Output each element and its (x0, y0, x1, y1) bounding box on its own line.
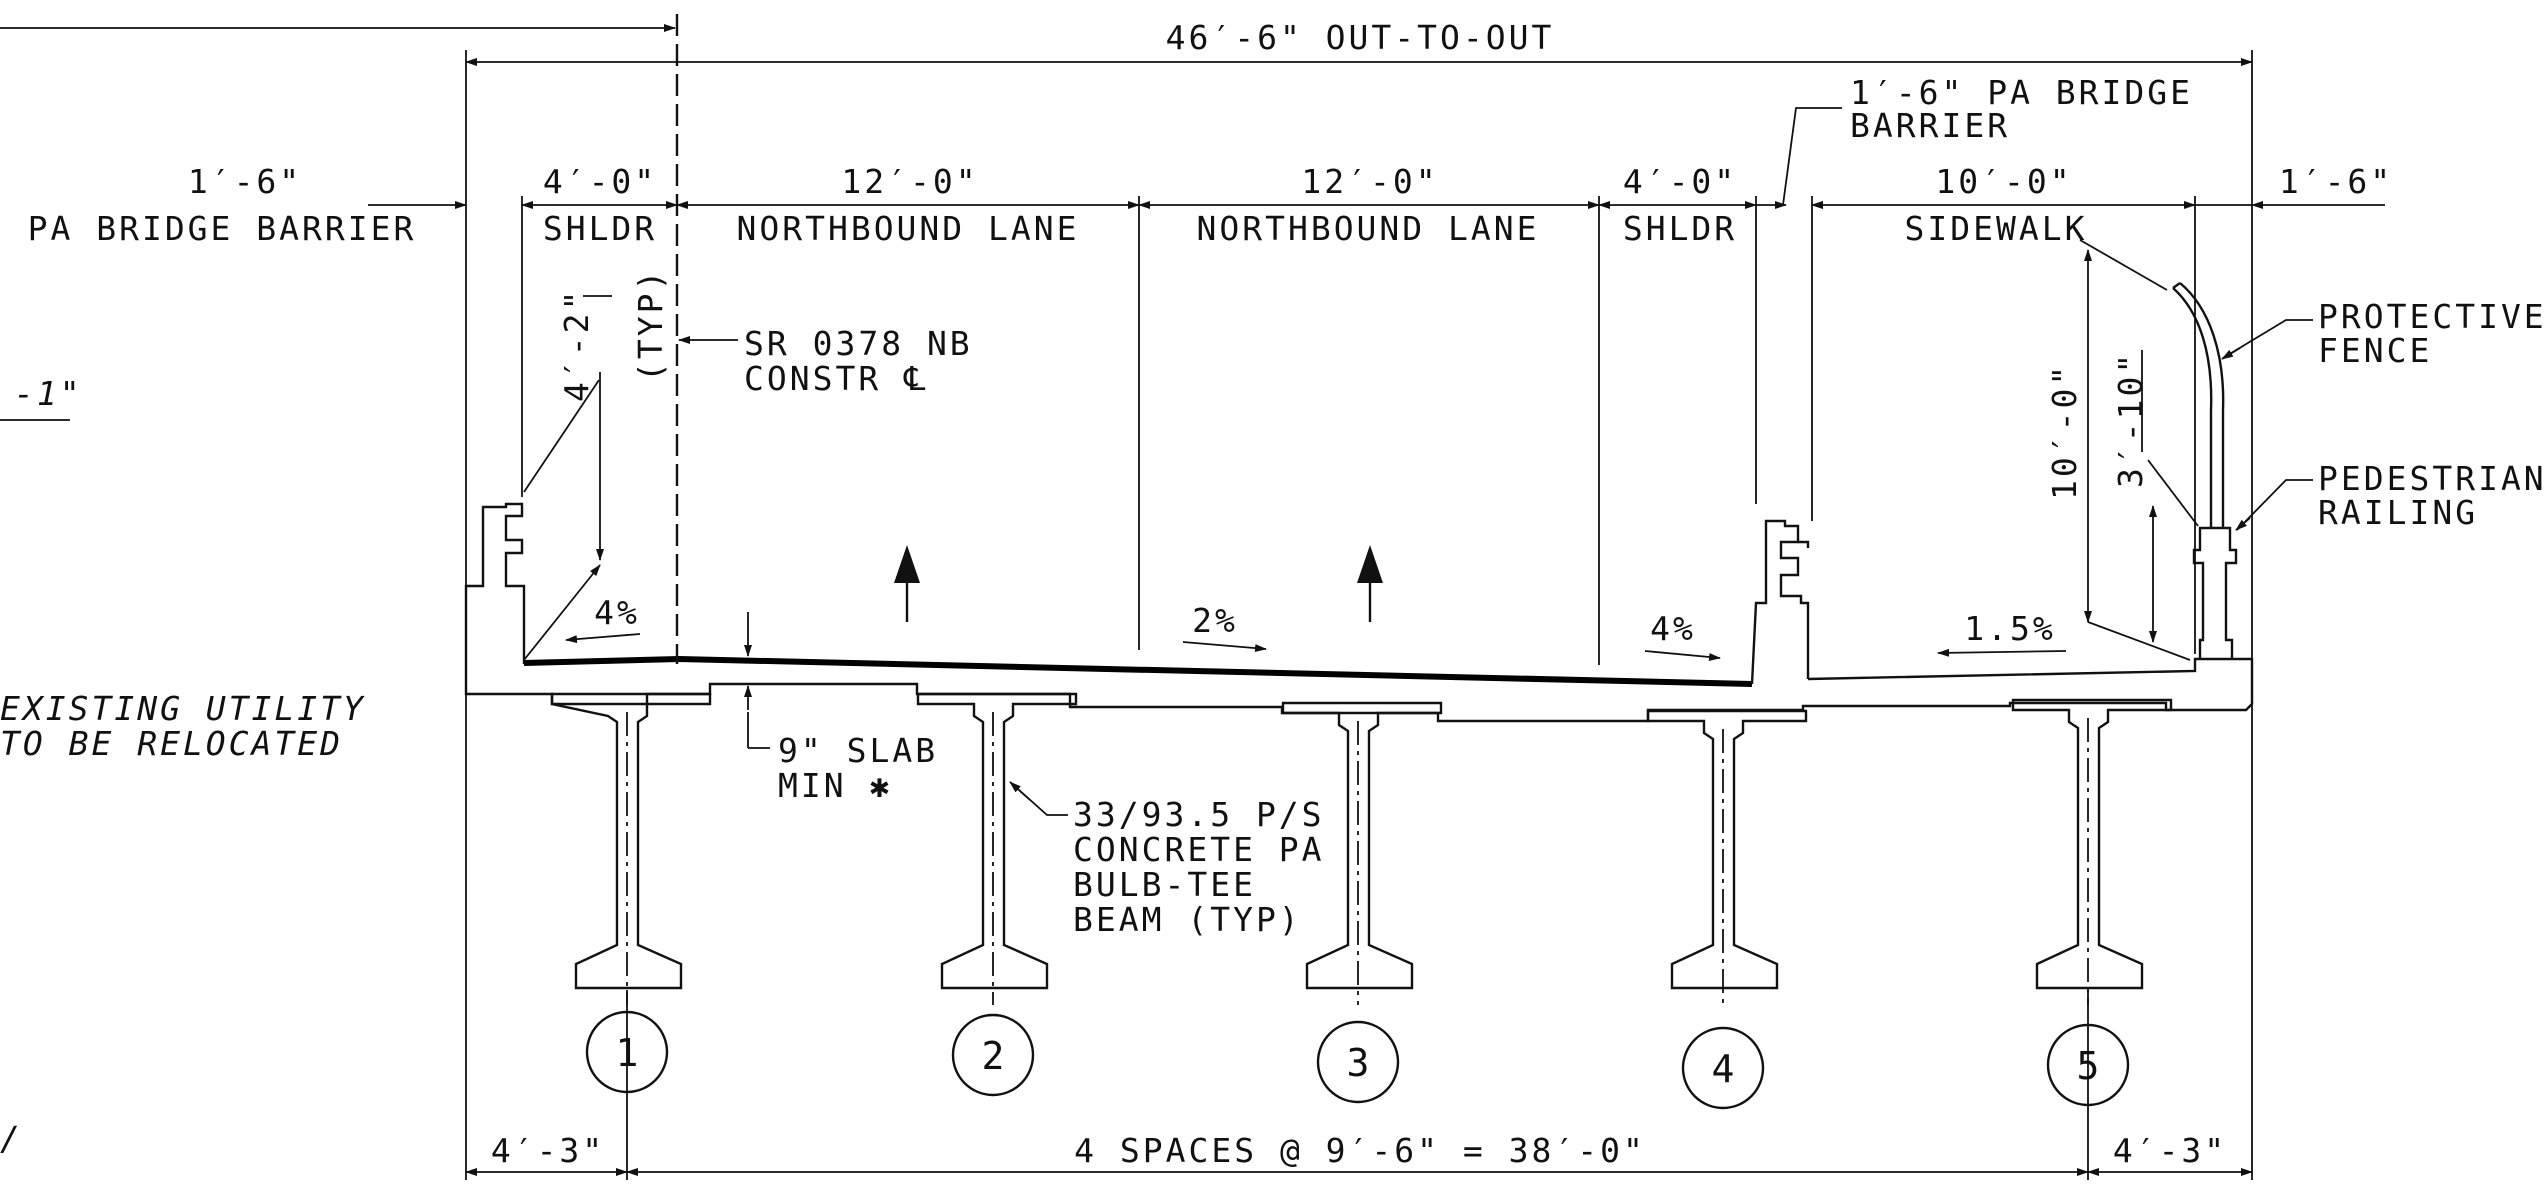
traffic-direction-arrow-icon (1357, 545, 1383, 583)
lanes-slope-arrow (1182, 641, 1267, 653)
left-barrier-name: PA BRIDGE BARRIER (28, 209, 417, 248)
right-shoulder-width: 4′-0" (1623, 162, 1737, 201)
lane-2-name: NORTHBOUND LANE (1196, 209, 1539, 248)
deck-structure (464, 282, 2254, 723)
beam-note-line-1: 33/93.5 P/S (1073, 795, 1325, 834)
beam-4-label: 4 (1712, 1047, 1735, 1091)
fence-note-arrow (2221, 347, 2241, 360)
protective-fence-inner (2179, 282, 2225, 528)
beam-3 (1281, 701, 1443, 990)
barrier-height-note: (TYP) (631, 268, 670, 382)
beam-note-line-3: BULB-TEE (1073, 865, 1256, 904)
sidewalk-slope: 1.5% (1964, 609, 2055, 648)
beam-3-label: 3 (1347, 1041, 1370, 1085)
barrier-height-leader (523, 379, 600, 493)
barrier-height-bottom-leader (523, 564, 601, 661)
fence-height-bottom-leader (2087, 621, 2191, 661)
sidewalk-width: 10′-0" (1935, 162, 2072, 201)
lanes-slope: 2% (1192, 601, 1238, 640)
left-shoulder-slope: 4% (594, 593, 640, 632)
beam-number-circle-icon (1316, 1020, 1400, 1104)
lane-1-width: 12′-0" (841, 162, 978, 201)
railing-note-line-2: RAILING (2318, 493, 2478, 532)
cropped-fragment-bottom: / (0, 1119, 23, 1158)
beam-spacing-label: 4 SPACES @ 9′-6" = 38′-0" (1074, 1131, 1646, 1170)
existing-utility-note-line-2: TO BE RELOCATED (0, 724, 343, 763)
beam-note-leader (1009, 781, 1068, 816)
beam-1-outline (550, 692, 712, 990)
lane-2-width: 12′-0" (1301, 162, 1438, 201)
railing-height-top-leader (2147, 459, 2199, 527)
railing-height-label: 3′-10" (2111, 351, 2150, 488)
out-to-out-label: 46′-6" OUT-TO-OUT (1166, 18, 1555, 57)
right-barrier-label-line-2: BARRIER (1850, 106, 2010, 145)
existing-utility-note-line-1: EXISTING UTILITY (0, 689, 366, 728)
cropped-fragment-left: -1" (14, 374, 83, 413)
right-barrier-hook (1798, 540, 1810, 548)
centerline-note-line-2: CONSTR ℄ (744, 359, 928, 398)
slab-note-line-1: 9" SLAB (778, 731, 938, 770)
railing-note-line-1: PEDESTRIAN (2318, 459, 2546, 498)
right-barrier-leader (1782, 107, 1842, 206)
fence-note-leader (2222, 319, 2313, 359)
centerline-note-line-1: SR 0378 NB (744, 324, 973, 363)
right-barrier-label-line-1: 1′-6" PA BRIDGE (1850, 73, 2193, 112)
fence-height-label: 10′-0" (2045, 363, 2084, 500)
beam-note-line-2: CONCRETE PA (1073, 830, 1325, 869)
left-pa-bridge-barrier (464, 502, 526, 664)
beam-4 (1646, 709, 1808, 990)
lane-1-name: NORTHBOUND LANE (736, 209, 1079, 248)
left-shoulder-name: SHLDR (543, 209, 657, 248)
fence-note-line-2: FENCE (2318, 331, 2432, 370)
sidewalk-name: SIDEWALK (1905, 209, 2088, 248)
traffic-direction-arrow-icon (894, 545, 920, 583)
left-shoulder-width: 4′-0" (543, 162, 657, 201)
railing-note-arrow (2235, 517, 2251, 531)
pedestrian-railing-post (2192, 526, 2238, 659)
roadway-surface (523, 655, 1753, 687)
sidewalk-slope-arrow (1937, 648, 2067, 657)
sidewalk-surface (1807, 657, 2254, 681)
right-pa-bridge-barrier (1750, 519, 1810, 685)
left-shoulder-slope-arrow (565, 633, 641, 644)
right-edge-width: 1′-6" (2279, 162, 2393, 201)
left-barrier-width: 1′-6" (188, 162, 302, 201)
beam-number-circle-icon (951, 1013, 1035, 1097)
beam-2-label: 2 (982, 1034, 1005, 1078)
beam-5 (2011, 698, 2173, 990)
beam-note-arrow (1009, 781, 1031, 801)
beam-number-circle-icon (1681, 1026, 1765, 1110)
slab-note-line-2: MIN ✱ (778, 766, 892, 805)
right-shoulder-name: SHLDR (1623, 209, 1737, 248)
railing-note-leader (2236, 479, 2313, 531)
fence-height-top-leader (2079, 239, 2168, 291)
left-overhang-label: 4′-3" (491, 1131, 605, 1170)
right-overhang-label: 4′-3" (2113, 1131, 2227, 1170)
protective-fence (2172, 287, 2213, 528)
barrier-height-value: 4′-2" (557, 288, 596, 402)
fence-note-line-1: PROTECTIVE (2318, 297, 2546, 336)
beam-2 (916, 692, 1078, 990)
beam-note-line-4: BEAM (TYP) (1073, 900, 1302, 939)
right-shoulder-slope: 4% (1650, 609, 1696, 648)
right-shoulder-slope-arrow (1644, 650, 1721, 661)
